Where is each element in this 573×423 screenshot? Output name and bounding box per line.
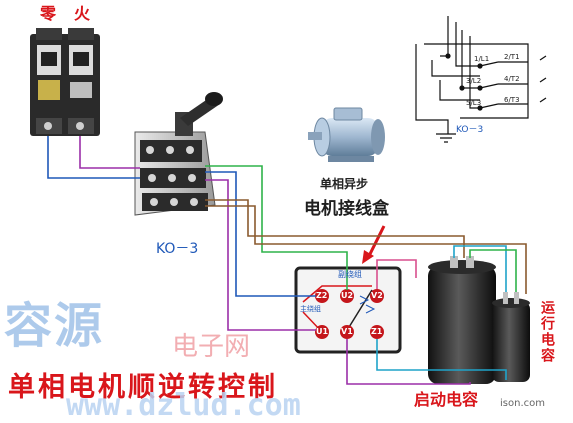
terminal-u2: U2 (341, 291, 354, 300)
terminal-z2: Z2 (316, 291, 328, 300)
motor-image (308, 107, 385, 162)
terminal-box (294, 266, 402, 354)
switch-model-label: KO－3 (156, 241, 199, 257)
watermark-tiny: ison.com (500, 398, 545, 409)
run-capacitor-label: 运行电容 (539, 300, 555, 364)
schematic-terminal-6t3: 6/T3 (504, 96, 520, 104)
motor-caption: 单相异步 (320, 177, 369, 191)
ko3-switch (134, 92, 223, 216)
secondary-winding-label: 副绕组 (338, 270, 362, 279)
start-capacitor-label: 启动电容 (414, 390, 479, 409)
junction-box-label: 电机接线盒 (304, 199, 389, 219)
terminal-v2: V2 (371, 291, 383, 300)
run-capacitor (492, 292, 530, 382)
schematic-terminal-3l2: 3/L2 (466, 77, 482, 85)
pointer-arrow (362, 225, 386, 264)
watermark-url: www.dzlud.com (66, 388, 301, 423)
switch-schematic (415, 16, 547, 143)
watermark-sub: 电子网 (172, 332, 251, 362)
page-title: 单相电机顺逆转控制 (8, 372, 278, 403)
schematic-terminal-2t1: 2/T1 (504, 53, 520, 61)
schematic-terminal-4t2: 4/T2 (504, 75, 520, 83)
schematic-terminal-5l3: 5/L3 (466, 99, 482, 107)
schematic-terminal-1l1: 1/L1 (474, 55, 490, 63)
main-winding-label: 主绕组 (300, 305, 321, 313)
circuit-breaker (30, 28, 100, 136)
wires (47, 136, 527, 385)
terminal-z1: Z1 (371, 327, 383, 336)
neutral-label: 零 (40, 4, 57, 23)
schematic-switch-label: KO－3 (456, 125, 484, 135)
start-capacitor (428, 256, 496, 384)
watermark-brand: 容源 (4, 298, 105, 354)
terminal-u1: U1 (316, 327, 329, 336)
live-label: 火 (74, 4, 91, 23)
terminal-v1: V1 (341, 327, 353, 336)
